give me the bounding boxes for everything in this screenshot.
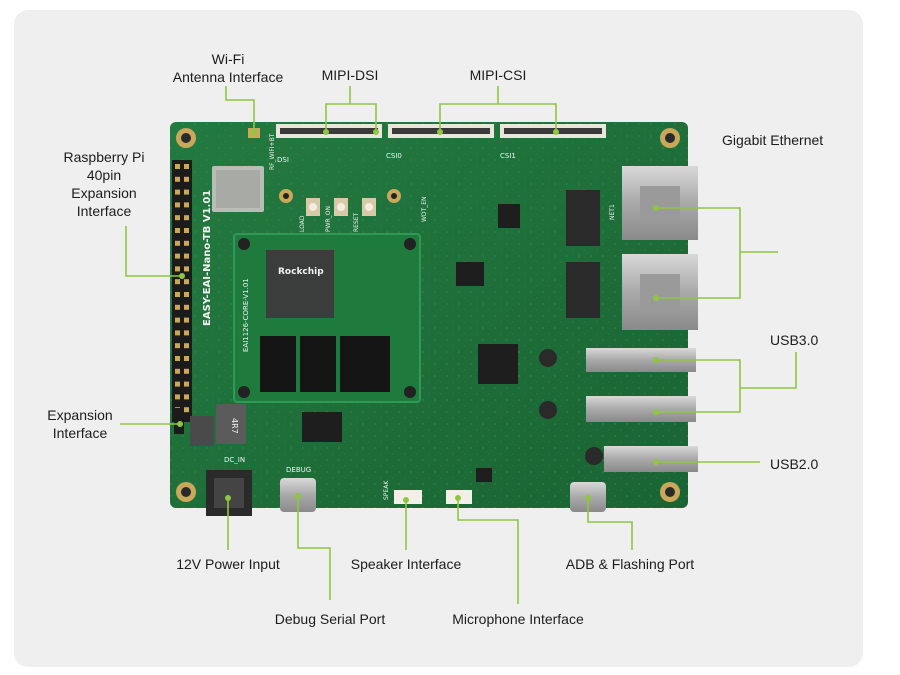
- header-pin: [175, 202, 180, 208]
- header-pin: [184, 215, 189, 221]
- callout-mipi-dsi: [325, 103, 377, 132]
- header-pin: [184, 240, 189, 246]
- label-microphone: Microphone Interface: [452, 611, 584, 627]
- label-wifi: Wi-Fi Antenna Interface: [160, 50, 296, 86]
- header-pin: [175, 343, 180, 349]
- label-raspberry-line1: Raspberry Pi: [63, 149, 145, 165]
- header-pin: [184, 394, 189, 400]
- label-expansion-line1: Expansion: [47, 407, 113, 423]
- header-pin: [184, 292, 189, 297]
- callout-raspberry: [125, 226, 182, 277]
- label-raspberry-line4: Interface: [76, 203, 132, 219]
- label-speaker: Speaker Interface: [350, 556, 462, 572]
- soc-brand: Rockchip: [278, 267, 324, 277]
- label-debug-serial: Debug Serial Port: [274, 611, 386, 627]
- dc-in-mark: DC_IN: [224, 456, 245, 464]
- header-pin: [184, 317, 189, 323]
- net-mark: NET1: [609, 204, 616, 220]
- label-usb3: USB3.0: [770, 332, 819, 348]
- csi0-mark: CSI0: [386, 152, 402, 160]
- header-pin: [175, 304, 180, 310]
- callout-usb3-stem: [740, 352, 797, 389]
- pwr-on-mark: PWR_ON: [325, 206, 332, 232]
- pcb-board: [170, 122, 688, 508]
- mounting-holes: [176, 128, 680, 502]
- label-mipi-dsi: MIPI-DSI: [321, 67, 379, 83]
- label-wifi-line1: Wi-Fi: [211, 51, 245, 67]
- inductor-mark: 4R7: [230, 418, 239, 434]
- gpio-40pin-header: [172, 160, 192, 422]
- label-usb2: USB2.0: [770, 456, 819, 472]
- tact-buttons: [306, 198, 376, 216]
- label-raspberry: Raspberry Pi 40pin Expansion Interface: [56, 148, 152, 220]
- header-pin: [184, 407, 189, 413]
- header-pin: [175, 368, 180, 374]
- header-pin: [175, 176, 180, 182]
- callout-lines: [120, 86, 797, 604]
- header-pin: [175, 381, 180, 387]
- label-raspberry-line3: Expansion: [71, 185, 137, 201]
- header-pin: [184, 343, 189, 349]
- header-pin: [184, 368, 189, 374]
- callout-gigabit: [656, 207, 741, 299]
- board-silkscreen: EASY-EAI-Nano-TB V1.01: [202, 190, 213, 326]
- header-pin: [175, 330, 180, 336]
- label-power-input: 12V Power Input: [176, 556, 280, 572]
- header-pin: [184, 381, 189, 387]
- header-pin: [184, 279, 189, 285]
- label-mipi-csi: MIPI-CSI: [469, 67, 527, 83]
- header-pin: [175, 164, 180, 169]
- header-pin: [184, 189, 189, 195]
- header-pin: [175, 266, 180, 272]
- bottom-connectors: [206, 470, 606, 516]
- callout-dots: [177, 129, 659, 503]
- header-pin: [184, 304, 189, 310]
- callout-debug: [297, 496, 331, 600]
- header-pin: [175, 279, 180, 285]
- label-gigabit-ethernet: Gigabit Ethernet: [722, 132, 824, 148]
- core-silkscreen: EAI1126-CORE-V1.01: [242, 278, 250, 352]
- header-pin: [184, 330, 189, 336]
- label-wifi-line2: Antenna Interface: [172, 69, 284, 85]
- header-pin: [175, 215, 180, 221]
- header-pin: [184, 202, 189, 208]
- header-pin: [175, 240, 180, 246]
- header-pin: [175, 189, 180, 195]
- load-mark: LOAD: [299, 215, 306, 232]
- header-pin: [184, 176, 189, 182]
- wifi-mark: RF_WIFI+BT: [269, 133, 276, 170]
- header-pin: [175, 317, 180, 323]
- reset-mark: RESET: [353, 212, 360, 232]
- label-raspberry-line2: 40pin: [86, 167, 122, 183]
- ethernet-ports: [622, 166, 698, 330]
- header-pin: [184, 253, 189, 259]
- wdt-mark: WDT_EN: [421, 197, 428, 223]
- label-expansion: Expansion Interface: [40, 406, 120, 442]
- header-pin: [175, 356, 180, 361]
- header-pin: [184, 266, 189, 272]
- callout-usb3: [656, 359, 741, 413]
- header-pin: [175, 394, 180, 400]
- wifi-module: [212, 166, 264, 212]
- silkscreen-text: EASY-EAI-Nano-TB V1.01 EAI1126-CORE-V1.0…: [202, 133, 616, 500]
- label-expansion-line2: Interface: [52, 425, 108, 441]
- header-pin: [184, 356, 189, 361]
- callout-adb: [587, 498, 633, 550]
- header-pin: [175, 228, 180, 233]
- core-module: [233, 233, 421, 403]
- speak-mark: SPEAK: [383, 480, 390, 500]
- onboard-chips: [190, 190, 603, 482]
- callout-microphone: [457, 498, 519, 604]
- header-pin: [184, 228, 189, 233]
- debug-mark: DEBUG: [286, 466, 311, 474]
- dsi-mark: DSI: [277, 156, 289, 164]
- callout-wifi: [225, 86, 255, 132]
- header-pin: [175, 292, 180, 297]
- header-pin: [184, 164, 189, 169]
- expansion-header: [174, 408, 184, 434]
- label-adb-flashing: ADB & Flashing Port: [565, 556, 695, 572]
- header-pin: [175, 253, 180, 259]
- csi1-mark: CSI1: [500, 152, 516, 160]
